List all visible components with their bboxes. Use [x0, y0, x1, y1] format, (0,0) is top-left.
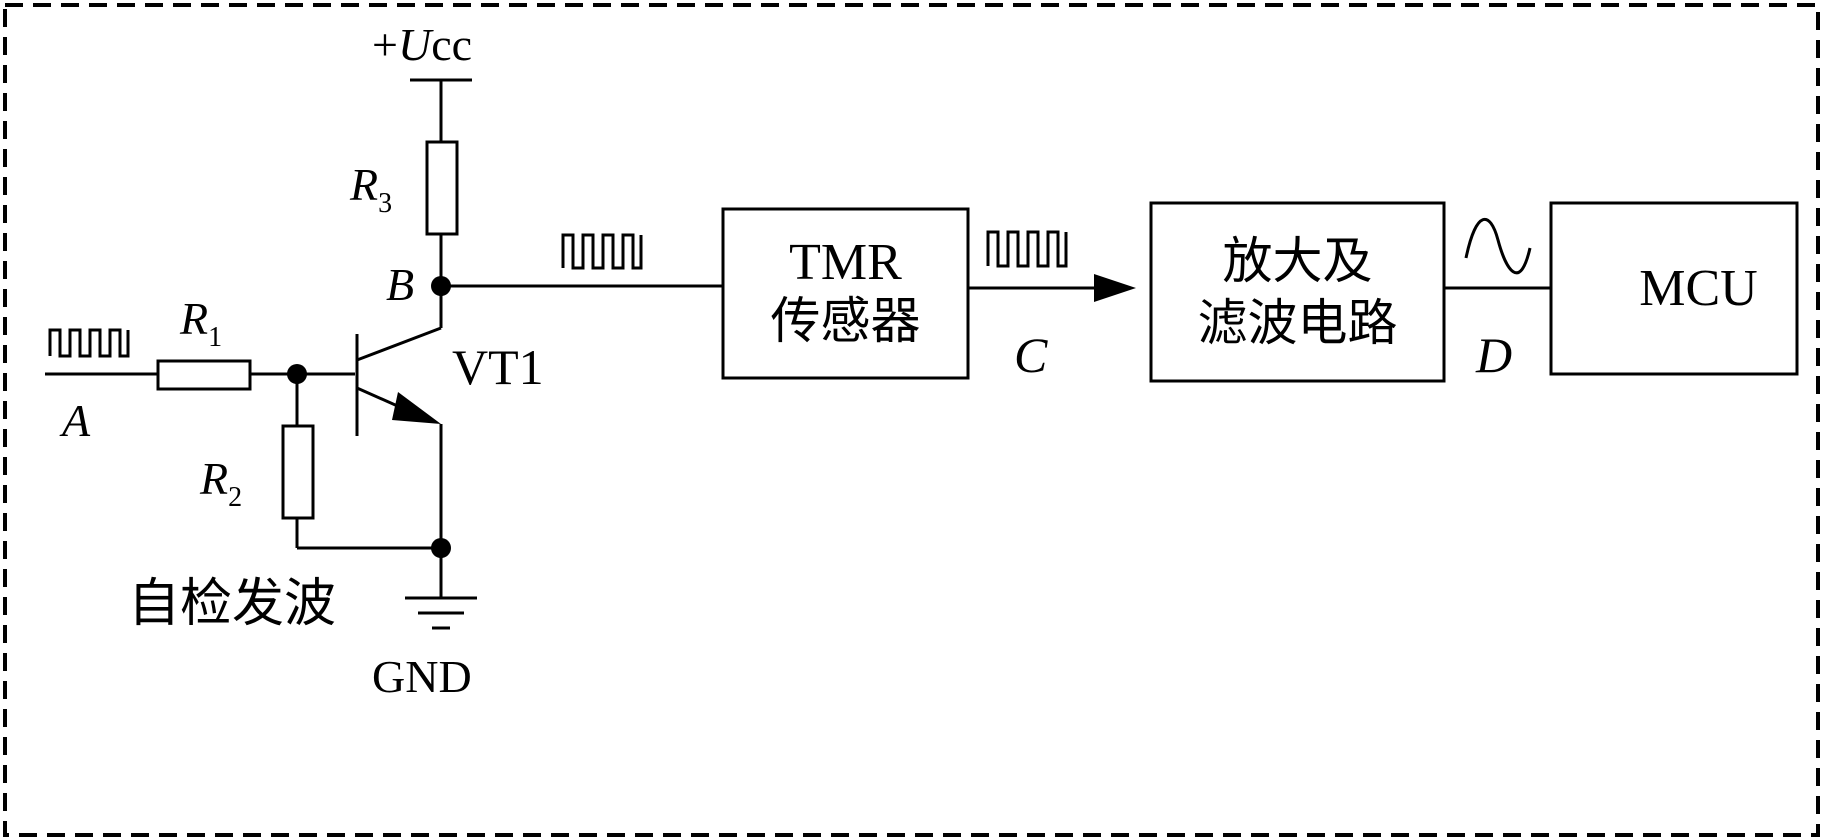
r1-subscript: 1	[208, 322, 223, 353]
amp-block-text: 放大及 滤波电路	[1151, 203, 1444, 381]
r2-label: R2	[200, 456, 242, 512]
emitter-arrow-icon	[392, 392, 441, 424]
supply-symbol: U	[397, 19, 432, 70]
self-test-label: 自检发波	[128, 574, 337, 634]
square-wave-c-icon	[986, 230, 1068, 268]
sine-wave-d-icon	[1464, 218, 1532, 275]
tmr-sensor-block	[721, 207, 970, 380]
node-d-label: D	[1476, 327, 1513, 383]
transistor-label: VT1	[452, 339, 544, 395]
r1-label: R1	[180, 296, 222, 352]
amp-filter-block	[1149, 201, 1446, 383]
resistor-r1	[156, 359, 252, 391]
supply-label: +Ucc	[372, 22, 472, 68]
mcu-block-text: MCU	[1600, 203, 1797, 374]
resistor-r3	[425, 140, 459, 236]
square-wave-a-icon	[48, 328, 130, 358]
resistor-r2	[281, 424, 315, 520]
signal-arrow-icon	[1094, 274, 1136, 302]
mcu-line1: MCU	[1639, 260, 1758, 317]
junction-b	[431, 276, 451, 296]
tmr-line2: 传感器	[770, 291, 921, 350]
r3-symbol: R	[350, 159, 379, 210]
tmr-line1: TMR	[789, 234, 902, 292]
transistor-collector	[356, 326, 442, 362]
r3-subscript: 3	[378, 188, 393, 219]
node-a-label: A	[62, 395, 91, 446]
gnd-label: GND	[372, 651, 472, 702]
supply-sign: +	[372, 19, 398, 70]
dashed-frame	[3, 3, 1820, 837]
r2-subscript: 2	[228, 482, 243, 513]
node-c-label: C	[1014, 327, 1048, 383]
junction-r1-r2	[287, 364, 307, 384]
junction-ground	[431, 538, 451, 558]
square-wave-b-icon	[561, 233, 643, 270]
amp-line1: 放大及	[1222, 231, 1373, 290]
r2-symbol: R	[200, 453, 229, 504]
node-b-label: B	[386, 259, 415, 310]
tmr-block-text: TMR 传感器	[723, 209, 968, 378]
amp-line2: 滤波电路	[1197, 294, 1398, 352]
supply-suffix: cc	[431, 19, 473, 70]
r1-symbol: R	[180, 293, 209, 344]
r3-label: R3	[350, 162, 392, 218]
